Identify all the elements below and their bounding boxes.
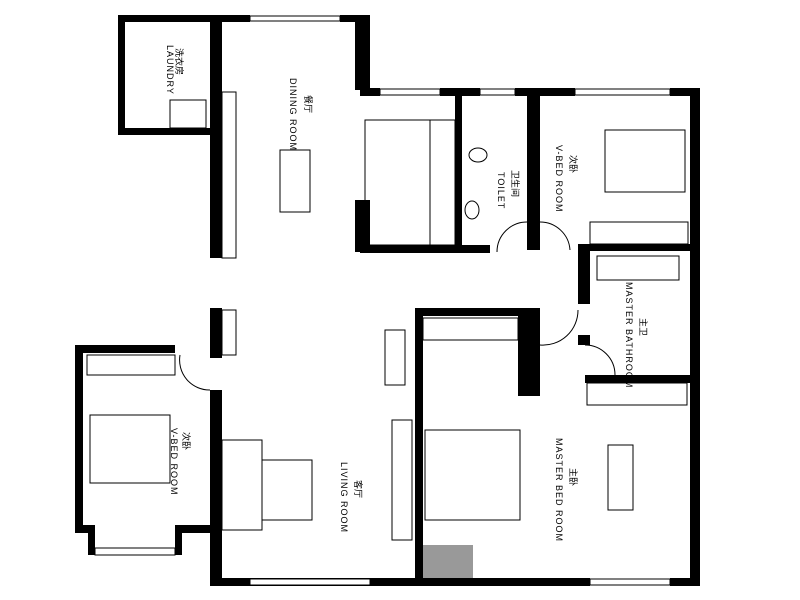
room-label-dining-en: DINING ROOM — [288, 78, 298, 151]
room-label-laundry-en: LAUNDRY — [165, 45, 175, 95]
room-label-living-en: LIVING ROOM — [339, 462, 349, 533]
room-label-living-cn: 客厅 — [352, 480, 364, 498]
room-label-toilet-cn: 卫生间 — [509, 170, 521, 197]
bed-vbed1 — [604, 129, 686, 193]
wardrobe — [589, 221, 689, 245]
room-label-mbath-cn: 主卫 — [637, 318, 649, 336]
dining-table — [279, 149, 311, 213]
room-label-dining-cn: 餐厅 — [302, 95, 314, 113]
piano — [384, 329, 406, 386]
wardrobe-master — [422, 317, 519, 341]
room-label-mbed-cn: 主卧 — [567, 468, 579, 486]
bed-vbed2 — [89, 414, 171, 484]
room-label-vbed2-cn: 次卧 — [180, 432, 192, 450]
room-label-mbath-en: MASTER BATHROOM — [624, 282, 634, 388]
tv-unit — [391, 419, 413, 541]
desk — [607, 444, 634, 511]
room-label-vbed2-en: V-BED ROOM — [169, 428, 179, 496]
room-label-mbed-en: MASTER BED ROOM — [554, 438, 564, 542]
sink — [464, 200, 480, 220]
bed-master — [424, 429, 521, 521]
toilet-fixture — [468, 147, 488, 163]
walls — [75, 15, 700, 586]
hatched-column — [423, 545, 473, 578]
wardrobe-vbed2 — [86, 354, 176, 376]
room-label-laundry-cn: 洗衣房 — [173, 48, 185, 75]
kitchen-counter — [364, 119, 431, 246]
bathtub — [596, 255, 680, 281]
room-label-toilet-en: TOILET — [496, 172, 506, 209]
washing-machine — [169, 99, 207, 129]
room-labels: 洗衣房 LAUNDRY 餐厅 DINING ROOM 卫生间 TOILET 次卧… — [165, 45, 649, 542]
doors — [179, 221, 616, 391]
room-label-vbed1-en: V-BED ROOM — [554, 145, 564, 213]
coffee-table — [261, 459, 313, 521]
room-label-vbed1-cn: 次卧 — [567, 155, 579, 173]
sofa — [221, 439, 263, 531]
furniture — [86, 99, 689, 541]
